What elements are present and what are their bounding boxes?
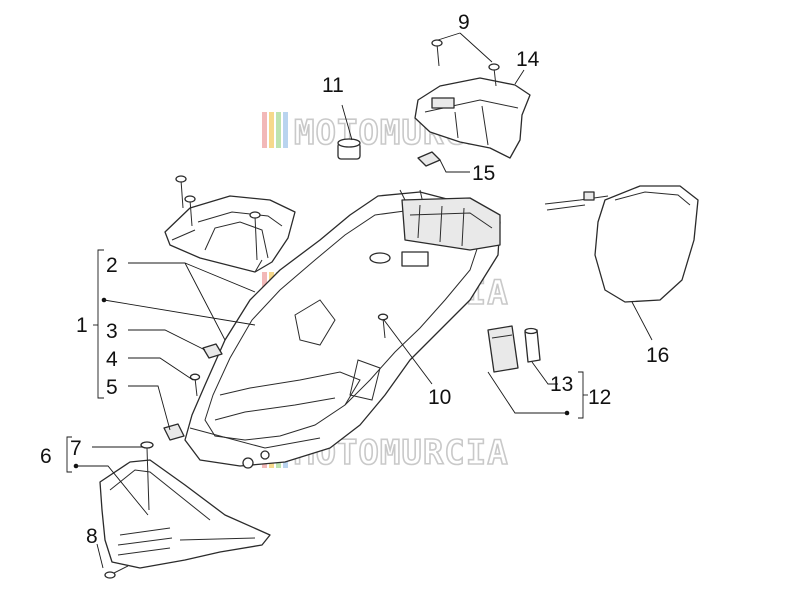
callout-5: 5 [106,376,118,399]
spring-nut [163,423,185,441]
callout-1: 1 [76,314,88,337]
screw-10 [377,313,389,339]
screws-9 [431,39,500,87]
tool-kit [487,325,541,373]
rubber-plug [337,138,361,160]
callout-9: 9 [458,11,470,34]
callout-11: 11 [322,74,344,97]
clip-nut [202,343,223,359]
callout-3: 3 [106,320,118,343]
callout-14: 14 [516,48,540,71]
callout-16: 16 [646,344,669,367]
callout-6: 6 [40,445,52,468]
callout-12: 12 [588,386,611,409]
cable-clip [417,151,441,167]
license-plate-holder [99,441,271,569]
callout-7: 7 [70,437,82,460]
battery-cover [164,195,296,273]
callout-13: 13 [550,373,573,396]
screw-4 [189,373,201,397]
tail-light-cover [414,77,531,159]
callout-4: 4 [106,348,118,371]
battery-cover-screws [175,175,261,261]
callout-15: 15 [472,162,495,185]
helmet-bag [544,185,699,303]
callout-2: 2 [106,254,118,277]
helmet-compartment [184,189,501,469]
leader-lines [66,32,653,569]
callout-10: 10 [428,386,451,409]
screw-8 [104,565,129,579]
callout-labels: 2 1 3 4 5 6 7 8 9 10 11 12 13 14 15 16 [40,11,669,548]
callout-8: 8 [86,525,98,548]
